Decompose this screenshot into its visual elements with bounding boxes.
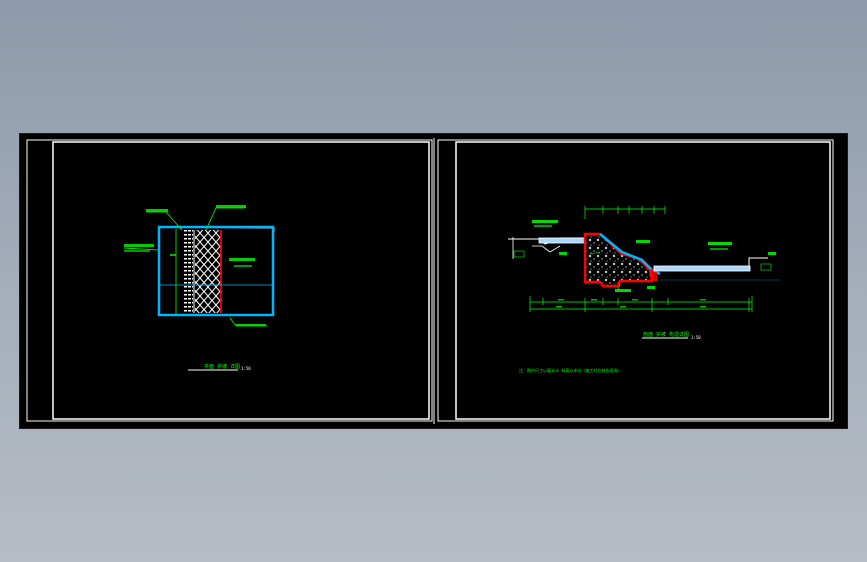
right-panel-border-outer — [437, 139, 834, 422]
plan-hatch-strip — [183, 230, 193, 313]
retaining-wall-body — [583, 232, 654, 288]
right-panel-border — [455, 141, 831, 420]
annotation-label — [532, 220, 558, 223]
leader-line — [123, 247, 159, 251]
left-drawing-title: 平面 护坡 详图 — [204, 363, 240, 370]
upper-paving-slab — [538, 237, 585, 244]
annotation-label — [636, 240, 650, 243]
left-plan-drawing: 平面 护坡 详图 1:50 — [123, 205, 275, 371]
annotation-label — [234, 265, 252, 267]
drawing-sheet: 平面 护坡 详图 1:50 — [20, 134, 847, 428]
annotation-label — [124, 244, 154, 247]
annotation-label — [229, 258, 255, 261]
annotation-label — [170, 254, 176, 256]
annotation-label — [710, 248, 728, 250]
annotation-label — [534, 225, 552, 227]
cad-canvas: 平面 护坡 详图 1:50 — [26, 138, 834, 424]
annotation-label — [559, 252, 567, 255]
right-section-drawing: 剖面 护坡 构造详图 1:50 注：图中尺寸以毫米计 标高以米计（施工时应结合现… — [508, 206, 780, 373]
annotation-label — [768, 252, 776, 255]
left-panel-border-outer — [26, 139, 433, 422]
left-drawing-scale: 1:50 — [241, 366, 251, 371]
leader-line — [617, 283, 621, 291]
elevation-tag — [513, 250, 525, 258]
lower-paving-slab — [653, 265, 751, 272]
upper-bank-detail — [532, 245, 561, 253]
drawing-note: 注：图中尺寸以毫米计 标高以米计（施工时应结合现场） — [519, 367, 621, 373]
right-drawing-title: 剖面 护坡 构造详图 — [643, 331, 689, 338]
annotation-label — [236, 324, 266, 326]
annotation-label — [216, 205, 246, 208]
left-panel-border — [52, 141, 430, 420]
annotation-label — [146, 209, 168, 212]
plan-rubble-fill — [195, 230, 221, 313]
elevation-tag — [760, 263, 772, 271]
annotation-label — [124, 250, 150, 252]
annotation-label — [647, 286, 655, 289]
annotation-label — [708, 242, 732, 245]
leader-line — [589, 251, 601, 255]
right-drawing-scale: 1:50 — [691, 335, 701, 340]
annotation-label — [615, 289, 631, 292]
plan-blue-outline — [157, 225, 275, 317]
lower-bank-profile — [748, 257, 768, 266]
